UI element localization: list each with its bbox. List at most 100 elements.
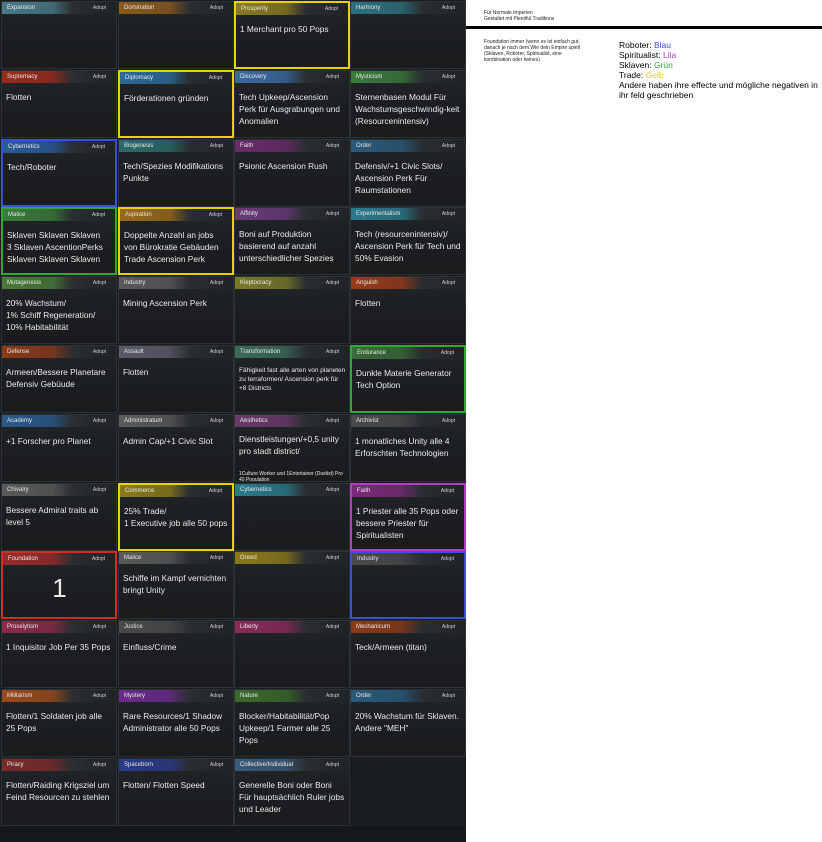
- adopt-button[interactable]: Adopt: [208, 74, 222, 81]
- adopt-button[interactable]: Adopt: [325, 486, 339, 493]
- adopt-button[interactable]: Adopt: [92, 73, 106, 80]
- adopt-button[interactable]: Adopt: [209, 5, 223, 11]
- adopt-button[interactable]: Adopt: [92, 624, 106, 631]
- adopt-button[interactable]: Adopt: [441, 417, 455, 424]
- adopt-button[interactable]: Adopt: [209, 624, 223, 631]
- adopt-button[interactable]: Adopt: [92, 349, 106, 355]
- adopt-button[interactable]: Adopt: [441, 73, 455, 80]
- adopt-button[interactable]: Adopt: [91, 556, 105, 563]
- adopt-button[interactable]: Adopt: [441, 693, 455, 699]
- adopt-button[interactable]: Adopt: [209, 142, 223, 149]
- adopt-button[interactable]: Adopt: [441, 5, 455, 11]
- adopt-button[interactable]: Adopt: [325, 761, 339, 768]
- adopt-button[interactable]: Adopt: [92, 761, 106, 768]
- adopt-button[interactable]: Adopt: [92, 5, 106, 11]
- adopt-button[interactable]: Adopt: [324, 6, 338, 12]
- adopt-button[interactable]: Adopt: [325, 693, 339, 699]
- adopt-button[interactable]: Adopt: [325, 73, 339, 80]
- adopt-button[interactable]: Adopt: [441, 624, 455, 631]
- adopt-button[interactable]: Adopt: [209, 693, 223, 699]
- card-note: Dienstleistungen/+0,5 unity pro stadt di…: [239, 433, 339, 456]
- adopt-button[interactable]: Adopt: [209, 280, 223, 287]
- adopt-button[interactable]: Adopt: [325, 624, 339, 631]
- adopt-button[interactable]: Adopt: [209, 761, 223, 768]
- adopt-button[interactable]: Adopt: [325, 349, 339, 355]
- adopt-button[interactable]: Adopt: [441, 211, 455, 218]
- adopt-button[interactable]: Adopt: [92, 417, 106, 424]
- card-title: Defense: [7, 349, 30, 355]
- adopt-button[interactable]: Adopt: [209, 417, 223, 424]
- adopt-button[interactable]: Adopt: [325, 211, 339, 218]
- card-title: Commerce: [125, 487, 155, 494]
- adopt-button[interactable]: Adopt: [209, 555, 223, 562]
- adopt-button[interactable]: Adopt: [440, 556, 454, 563]
- adopt-button[interactable]: Adopt: [92, 693, 106, 699]
- adopt-button[interactable]: Adopt: [440, 487, 454, 494]
- adopt-button[interactable]: Adopt: [325, 280, 339, 287]
- adopt-button[interactable]: Adopt: [441, 142, 455, 149]
- adopt-button[interactable]: Adopt: [325, 417, 339, 424]
- adopt-button[interactable]: Adopt: [91, 212, 105, 219]
- adopt-button[interactable]: Adopt: [92, 280, 106, 287]
- adopt-button[interactable]: Adopt: [325, 555, 339, 562]
- adopt-button[interactable]: Adopt: [440, 350, 454, 356]
- adopt-button[interactable]: Adopt: [325, 142, 339, 149]
- card-title: Assault: [124, 349, 144, 355]
- adopt-button[interactable]: Adopt: [91, 143, 105, 150]
- adopt-button[interactable]: Adopt: [441, 280, 455, 287]
- adopt-button[interactable]: Adopt: [208, 212, 222, 219]
- adopt-button[interactable]: Adopt: [92, 486, 106, 493]
- adopt-button[interactable]: Adopt: [209, 349, 223, 355]
- adopt-button[interactable]: Adopt: [208, 487, 222, 494]
